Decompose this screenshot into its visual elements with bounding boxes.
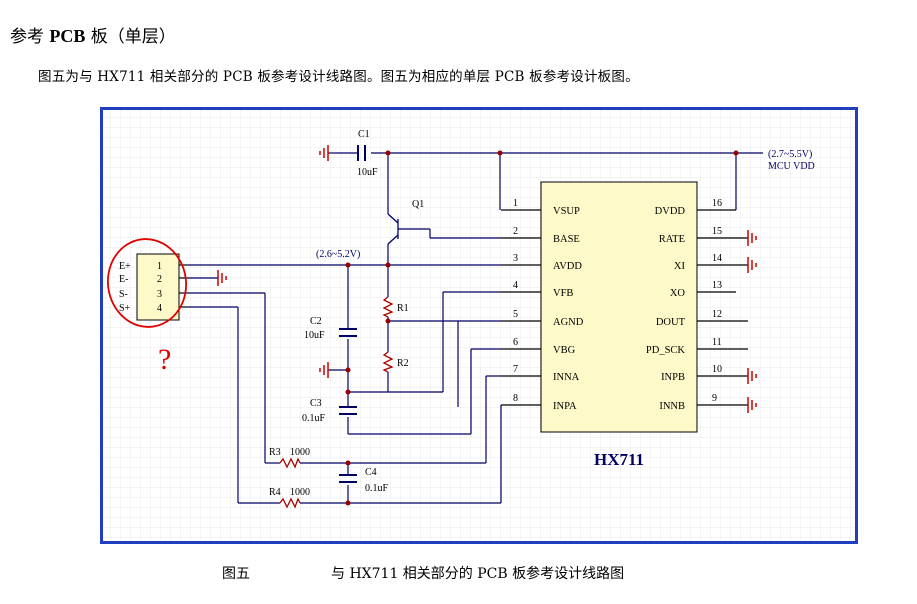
label-c1: C1 (358, 129, 370, 140)
conn-pin-2: 2 (157, 274, 162, 285)
pin-num-9: 9 (712, 393, 717, 404)
hx711-chip (540, 181, 698, 433)
pin-num-1: 1 (513, 198, 518, 209)
pin-name-xo: XO (670, 288, 686, 299)
label-r2: R2 (397, 358, 409, 369)
hand-drawn-question-mark: ? (158, 343, 171, 376)
pin-name-base: BASE (553, 234, 580, 245)
label-r4-value: 1000 (290, 487, 310, 498)
label-c3: C3 (310, 398, 322, 409)
chip-name: HX711 (594, 450, 644, 469)
conn-pin-1: 1 (157, 261, 162, 272)
pin-name-vfb: VFB (553, 288, 573, 299)
pin-num-11: 11 (712, 337, 722, 348)
schematic-frame (100, 107, 858, 544)
section-heading: 参考 PCB 板（单层） (10, 26, 176, 47)
pin-name-vbg: VBG (553, 345, 576, 356)
conn-pin-4: 4 (157, 303, 162, 314)
pin-num-14: 14 (712, 253, 722, 264)
label-avdd-range: (2.6~5.2V) (316, 249, 360, 260)
label-c4: C4 (365, 467, 377, 478)
transistor-q1 (387, 213, 405, 245)
capacitors (339, 145, 366, 483)
resistors (279, 296, 394, 509)
pin-num-6: 6 (513, 337, 518, 348)
pin-num-15: 15 (712, 226, 722, 237)
pin-num-13: 13 (712, 280, 722, 291)
pin-num-10: 10 (712, 364, 722, 375)
pin-num-2: 2 (513, 226, 518, 237)
conn-signal-s-plus: S+ (119, 303, 131, 314)
pin-name-agnd: AGND (553, 317, 584, 328)
load-cell-connector (136, 253, 180, 321)
conn-pin-3: 3 (157, 289, 162, 300)
conn-signal-e-plus: E+ (119, 261, 131, 272)
label-mcu-vdd: MCU VDD (768, 161, 815, 172)
junctions (345, 150, 739, 506)
label-c2-value: 10uF (304, 330, 325, 341)
pin-num-4: 4 (513, 280, 518, 291)
hx711-schematic: HX711 1 2 3 4 5 6 7 8 16 15 14 13 12 11 … (100, 107, 858, 544)
ground-symbols (217, 145, 757, 413)
pin-name-dout: DOUT (656, 317, 686, 328)
hand-drawn-circle (106, 238, 188, 328)
wires (187, 152, 763, 504)
pin-name-vsup: VSUP (553, 206, 580, 217)
pin-name-inna: INNA (553, 372, 580, 383)
pin-name-inpb: INPB (661, 372, 685, 383)
conn-signal-s-minus: S- (119, 289, 128, 300)
figure-caption: 与 HX711 相关部分的 PCB 板参考设计线路图 (331, 566, 625, 582)
label-c3-value: 0.1uF (302, 413, 326, 424)
figure-number: 图五 (222, 566, 250, 582)
pin-name-inpa: INPA (553, 401, 577, 412)
pin-num-8: 8 (513, 393, 518, 404)
label-r3: R3 (269, 447, 281, 458)
label-c4-value: 0.1uF (365, 483, 389, 494)
pin-name-xi: XI (674, 261, 686, 272)
pin-num-5: 5 (513, 309, 518, 320)
pin-num-16: 16 (712, 198, 722, 209)
pin-name-dvdd: DVDD (655, 206, 686, 217)
pin-name-pd-sck: PD_SCK (646, 345, 686, 356)
conn-signal-e-minus: E- (119, 274, 128, 285)
label-r3-value: 1000 (290, 447, 310, 458)
label-vdd-range: (2.7~5.5V) (768, 149, 812, 160)
label-r1: R1 (397, 303, 409, 314)
pin-name-innb: INNB (659, 401, 685, 412)
label-c1-value: 10uF (357, 167, 378, 178)
pin-name-rate: RATE (659, 234, 685, 245)
pin-name-avdd: AVDD (553, 261, 582, 272)
intro-paragraph: 图五为与 HX711 相关部分的 PCB 板参考设计线路图。图五为相应的单层 P… (38, 69, 639, 85)
label-c2: C2 (310, 316, 322, 327)
label-r4: R4 (269, 487, 281, 498)
pin-num-3: 3 (513, 253, 518, 264)
label-q1: Q1 (412, 199, 424, 210)
pin-num-7: 7 (513, 364, 518, 375)
pin-num-12: 12 (712, 309, 722, 320)
